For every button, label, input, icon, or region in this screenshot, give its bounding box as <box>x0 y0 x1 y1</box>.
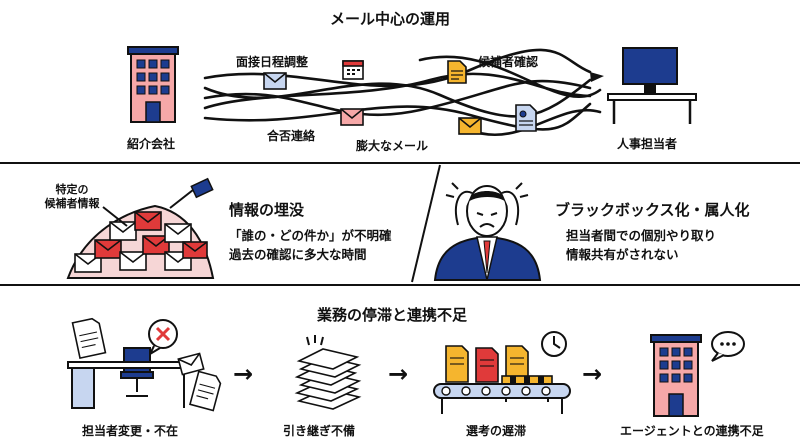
envelope-icon <box>340 108 364 126</box>
step-label-handover: 引き継ぎ不備 <box>283 424 356 438</box>
envelope-icon <box>458 117 482 135</box>
blackbox-line-2: 情報共有がされない <box>566 247 679 262</box>
callout-line-2: 候補者情報 <box>44 197 100 210</box>
envelope-icon <box>263 72 287 90</box>
flow-label-huge-mail: 膨大なメール <box>356 139 429 153</box>
burial-line-1: 「誰の・どの件か」が不明確 <box>229 228 392 243</box>
step-label-delay: 選考の遅滞 <box>466 424 527 438</box>
buried-mail-pile <box>66 177 215 279</box>
flow-label-result: 合否連絡 <box>267 129 316 143</box>
arrow-icon: → <box>233 360 254 388</box>
agency-building-icon <box>127 46 179 123</box>
stressed-person-icon <box>433 182 542 281</box>
paper-stack-icon <box>294 335 362 410</box>
bottom-title: 業務の停滞と連携不足 <box>317 306 468 324</box>
step-label-poor-collaboration: エージェントとの連携不足 <box>620 424 764 438</box>
step-label-absence: 担当者変更・不在 <box>82 424 179 438</box>
hr-desk-icon <box>607 47 697 124</box>
top-title: メール中心の運用 <box>330 10 451 28</box>
arrow-icon: → <box>582 360 603 388</box>
agency-label: 紹介会社 <box>127 137 176 151</box>
profile-document-icon <box>515 104 537 132</box>
section-divider <box>0 284 800 286</box>
flow-label-candidate-check: 候補者確認 <box>478 55 539 69</box>
burial-title: 情報の埋没 <box>229 201 305 219</box>
callout-line-1: 特定の <box>55 183 89 196</box>
blackbox-title: ブラックボックス化・属人化 <box>555 201 750 219</box>
arrow-icon: → <box>388 360 409 388</box>
calendar-icon <box>342 60 364 80</box>
empty-desk-icon <box>67 317 222 412</box>
flow-label-scheduling: 面接日程調整 <box>236 55 309 69</box>
hr-label: 人事担当者 <box>617 137 678 151</box>
blackbox-line-1: 担当者間での個別やり取り <box>566 228 717 243</box>
burial-line-2: 過去の確認に多大な時間 <box>229 247 367 262</box>
section-divider <box>0 162 800 164</box>
document-icon <box>447 60 467 84</box>
stalled-conveyor-icon <box>433 331 571 414</box>
agency-building-icon <box>650 331 745 417</box>
